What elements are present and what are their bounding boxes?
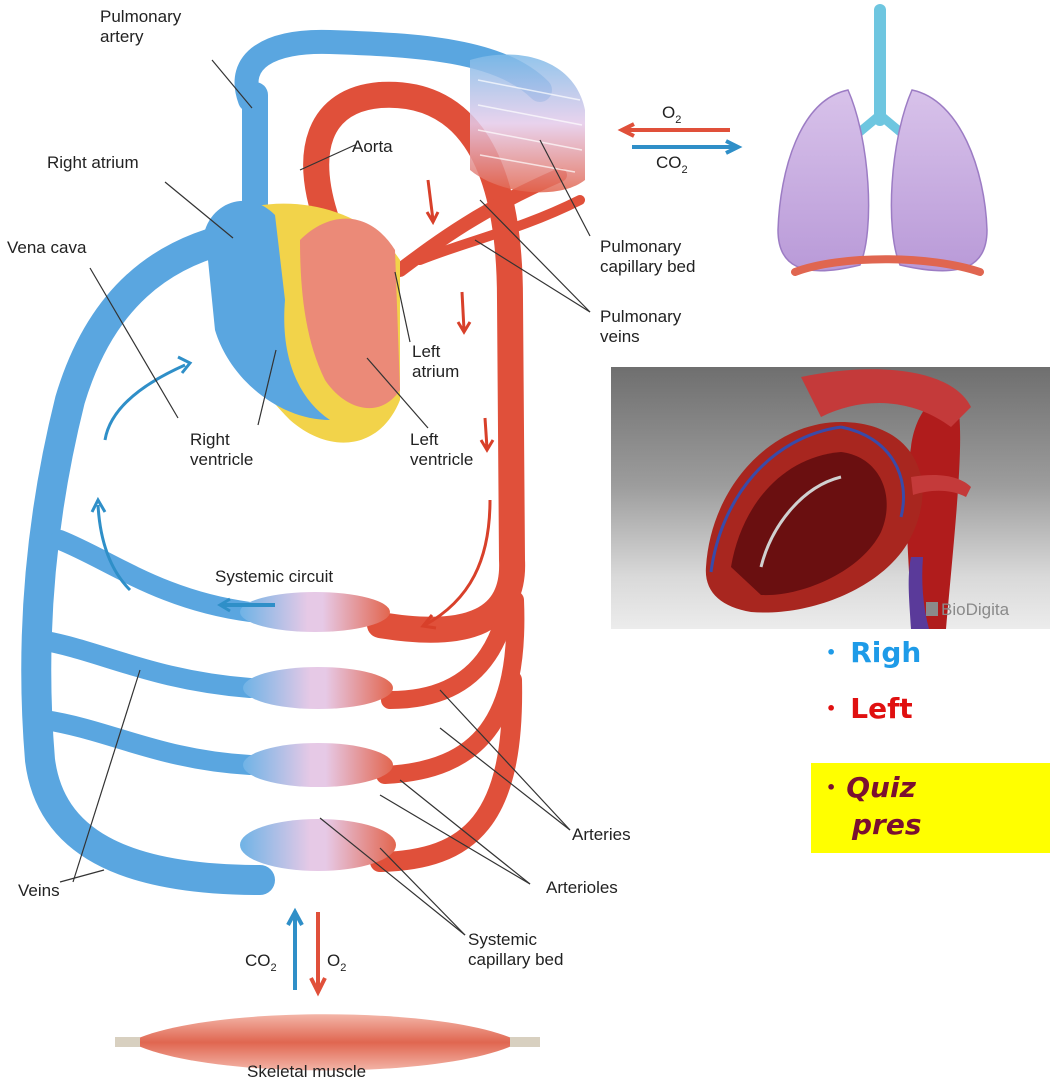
heart-3d-image: BioDigita [611, 367, 1050, 629]
label-arteries: Arteries [572, 825, 631, 844]
quiz-text: • Quiz pres [826, 769, 922, 843]
biodigital-logo-icon [926, 602, 938, 616]
quiz-line-1: Quiz [846, 771, 916, 804]
label-right-ventricle-1: Right [190, 430, 230, 449]
label-right-atrium: Right atrium [47, 153, 139, 172]
quiz-line-2: pres [826, 808, 922, 841]
bullet-dot: • [826, 643, 836, 662]
bullet-right-heart: • Righ [826, 636, 1050, 669]
bullet-right-text: Righ [850, 636, 921, 669]
label-co2-lungs: CO2 [656, 153, 688, 176]
bullet-dot: • [826, 699, 836, 718]
bullet-left-heart: • Left [826, 692, 1050, 725]
label-systemic-capillary-1: Systemic [468, 930, 537, 949]
label-left-atrium-2: atrium [412, 362, 459, 381]
label-pulmonary-veins-2: veins [600, 327, 640, 346]
label-o2-lungs: O2 [662, 103, 681, 126]
heart [205, 201, 400, 443]
label-left-ventricle-1: Left [410, 430, 439, 449]
label-right-ventricle-2: ventricle [190, 450, 253, 469]
label-co2-muscle: CO2 [245, 951, 277, 974]
label-arterioles: Arterioles [546, 878, 618, 897]
label-pulmonary-artery-2: artery [100, 27, 144, 46]
lungs [778, 10, 987, 272]
label-systemic-circuit: Systemic circuit [215, 567, 333, 586]
label-pulmonary-capillary-2: capillary bed [600, 257, 695, 276]
label-pulmonary-capillary-1: Pulmonary [600, 237, 682, 256]
label-o2-muscle: O2 [327, 951, 346, 974]
label-veins: Veins [18, 881, 60, 900]
label-vena-cava: Vena cava [7, 238, 87, 257]
watermark-text: BioDigita [941, 600, 1009, 619]
label-left-ventricle-2: ventricle [410, 450, 473, 469]
biodigital-watermark: BioDigita [926, 600, 1009, 620]
label-left-atrium-1: Left [412, 342, 441, 361]
label-skeletal-muscle: Skeletal muscle [247, 1062, 366, 1081]
labels: Pulmonary artery Right atrium Vena cava … [7, 7, 695, 1081]
pulmonary-capillary-bed [470, 54, 585, 192]
label-pulmonary-artery-1: Pulmonary [100, 7, 182, 26]
bullet-dot: • [826, 778, 836, 797]
bullet-left-text: Left [850, 692, 912, 725]
quiz-callout: • Quiz pres [811, 763, 1050, 853]
label-aorta: Aorta [352, 137, 393, 156]
heart-3d-illustration [611, 367, 1050, 629]
label-pulmonary-veins-1: Pulmonary [600, 307, 682, 326]
label-systemic-capillary-2: capillary bed [468, 950, 563, 969]
